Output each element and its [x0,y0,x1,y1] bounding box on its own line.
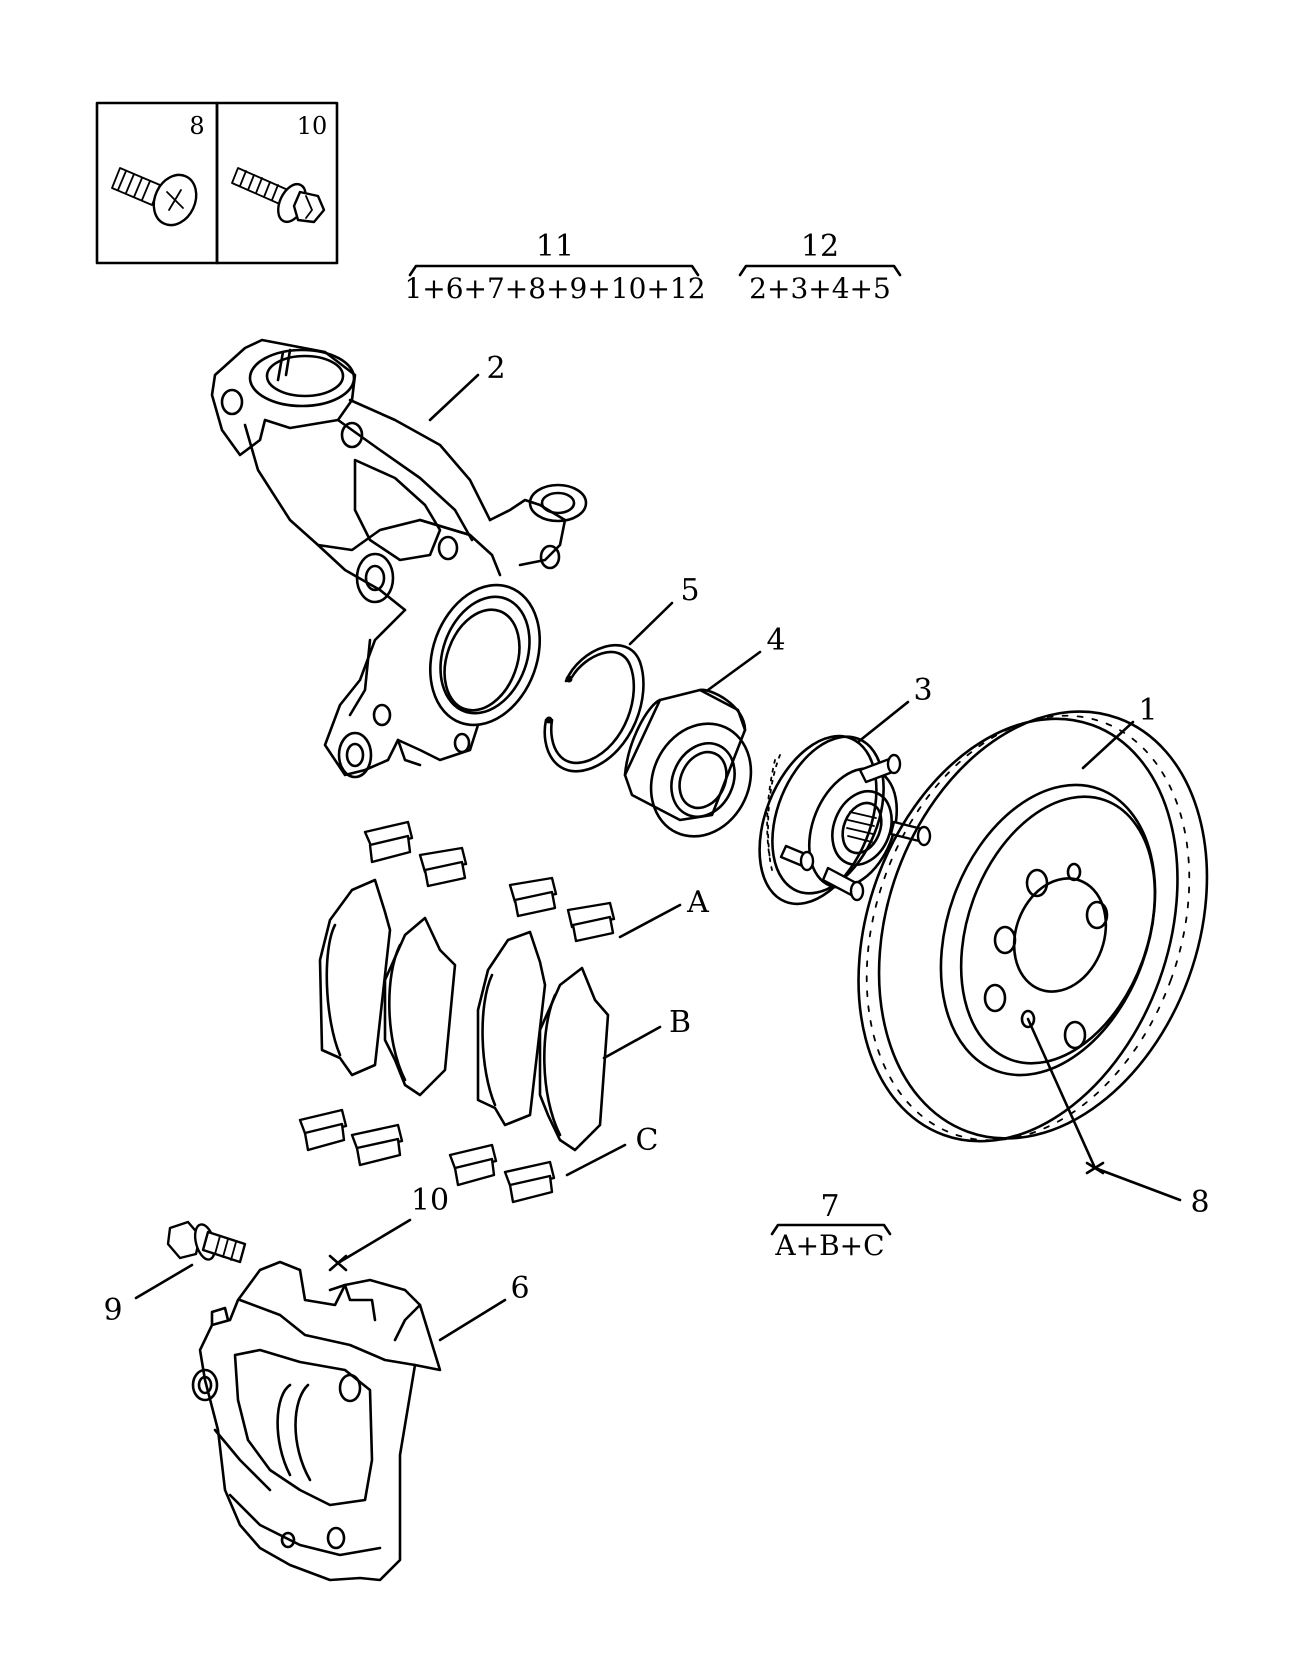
fastener-box-10-number: 10 [297,112,328,140]
callout-10: 10 [411,1183,449,1218]
callout-A: A [686,885,709,920]
steering-knuckle [210,338,588,779]
kit-11: 11 1+6+7+8+9+10+12 [404,229,705,305]
kit-11-contents: 1+6+7+8+9+10+12 [404,272,705,305]
callout-C: C [636,1123,659,1158]
flange-bolt-icon [231,167,326,224]
callout-4: 4 [766,623,785,658]
leader-lines [134,373,1182,1342]
snap-ring [543,644,645,773]
kit-7-number: 7 [820,1189,839,1224]
fastener-box-8-number: 8 [189,112,204,140]
kit-7-contents: A+B+C [774,1229,884,1262]
kit-11-number: 11 [536,229,574,264]
callout-6: 6 [510,1271,529,1306]
fastener-box-8: 8 [95,101,219,265]
kit-7: 7 A+B+C [770,1189,892,1262]
wheel-hub [758,734,932,906]
brake-rotor [857,710,1209,1143]
kit-12-number: 12 [801,229,839,264]
callout-B: B [669,1005,691,1040]
callout-8: 8 [1190,1185,1209,1220]
brake-caliper [191,1260,442,1582]
kit-12-contents: 2+3+4+5 [749,272,891,305]
fastener-box-10: 10 [215,101,339,265]
callout-2: 2 [486,351,505,386]
callout-1: 1 [1138,693,1157,728]
kit-12: 12 2+3+4+5 [738,229,902,305]
callout-9: 9 [103,1293,122,1328]
brake-pads [318,878,610,1152]
pad-clips-bottom [298,1108,556,1204]
callout-3: 3 [913,673,932,708]
wheel-bearing [623,688,753,838]
callout-labels: 2 5 4 3 1 A B C 8 10 6 9 [103,351,1209,1328]
screw-phillips-icon [111,167,198,227]
callout-5: 5 [680,573,699,608]
caliper-bolt [166,1220,247,1264]
pad-clips-top [363,820,616,943]
